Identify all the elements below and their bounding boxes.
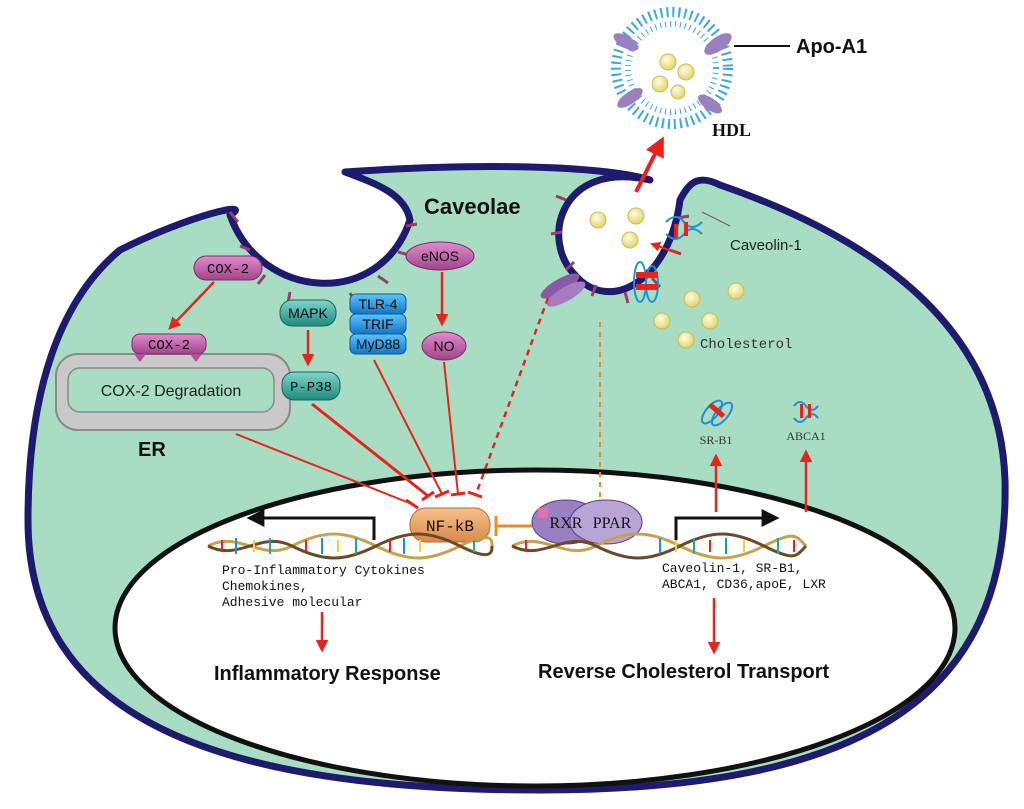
cox2-translocation-arrow — [168, 281, 215, 330]
pp38-label: P-P38 — [290, 380, 332, 396]
cholesterol-group — [589, 207, 745, 349]
cox2-degradation-label: COX-2 Degradation — [101, 383, 242, 400]
enos-label: eNOS — [421, 248, 459, 264]
mapk-label: MAPK — [288, 305, 328, 321]
genes-right-line1: Caveolin-1, SR-B1, — [662, 561, 802, 576]
caveolin1-pointer — [701, 211, 731, 227]
caveolin1-label: Caveolin-1 — [730, 237, 802, 254]
genes-left-line2: Chemokines, — [222, 579, 308, 594]
genes-left-line3: Adhesive molecular — [222, 595, 362, 610]
genes-right-line2: ABCA1, CD36,apoE, LXR — [662, 577, 826, 592]
srb1-receptor-membrane — [633, 261, 659, 303]
enos-protein: eNOS — [405, 241, 475, 271]
apo-a1-label: Apo-A1 — [796, 36, 867, 58]
srb1-cytoplasm-icon — [700, 399, 734, 427]
inflammatory-response-label: Inflammatory Response — [214, 663, 441, 685]
cholesterol-uptake-arrow — [650, 241, 681, 255]
reverse-transport-label: Reverse Cholesterol Transport — [538, 661, 830, 683]
cox2-protein: COX-2 — [193, 255, 263, 281]
raft-icon — [540, 273, 586, 307]
efflux-arrow — [634, 136, 664, 193]
myd88-label: MyD88 — [356, 336, 401, 352]
no-label: NO — [434, 338, 455, 354]
no-molecule: NO — [421, 331, 467, 361]
cholesterol-label: Cholesterol — [700, 337, 792, 353]
nfkb-label: NF-kB — [426, 518, 474, 536]
pp38-protein: P-P38 — [281, 371, 341, 401]
er-label: ER — [138, 439, 166, 461]
cox2-er-label: COX-2 — [148, 338, 190, 354]
transcription-arrow-left — [246, 509, 376, 540]
cox2-top-label: COX-2 — [207, 262, 249, 278]
dna-right — [511, 532, 808, 560]
tlr4-label: TLR-4 — [359, 296, 398, 312]
rxr-ppar-complex: RXR PPAR — [531, 499, 643, 545]
abca1-cytoplasm-icon — [793, 401, 819, 423]
inhibition-lines — [235, 297, 550, 510]
nfkb-protein: NF-kB — [409, 507, 491, 543]
tlr4-complex: TLR-4 TRIF MyD88 — [349, 293, 407, 355]
ppar-label: PPAR — [593, 515, 632, 532]
abca1-label: ABCA1 — [786, 429, 825, 443]
hdl-label: HDL — [712, 120, 751, 140]
trif-label: TRIF — [362, 316, 393, 332]
dna-left — [207, 532, 494, 560]
transcription-arrow-right — [674, 509, 780, 540]
rxr-label: RXR — [550, 515, 583, 532]
cox2-er-protein: COX-2 — [131, 333, 207, 362]
mapk-protein: MAPK — [279, 299, 337, 327]
caveolae-label: Caveolae — [424, 194, 521, 219]
genes-left-line1: Pro-Inflammatory Cytokines — [222, 563, 425, 578]
cox2-degradation-box — [67, 367, 275, 413]
srb1-label: SR-B1 — [700, 433, 733, 447]
hdl-particle — [611, 7, 733, 129]
abca1-receptor-membrane — [665, 216, 703, 240]
